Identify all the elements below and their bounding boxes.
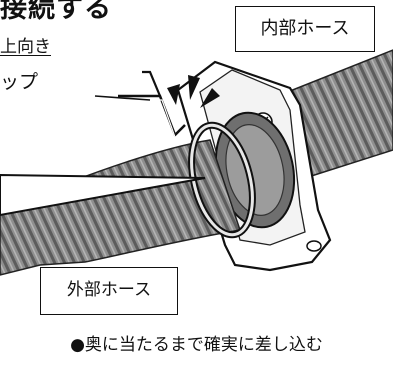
callout-pointer: [0, 173, 206, 217]
section-title: 接続する: [0, 0, 112, 24]
press-indicator-icon: [167, 75, 220, 108]
outer-hose-label: 外部ホース: [40, 267, 178, 315]
instruction-text: ●奥に当たるまで確実に差し込む: [70, 335, 323, 355]
clip-label: ップ: [0, 71, 39, 93]
clip-leader-line: [94, 95, 151, 101]
wire-clip-icon: [118, 70, 186, 141]
inner-hose-label: 内部ホース: [235, 6, 375, 52]
hose-clamp: [188, 121, 256, 239]
direction-label: 上向き: [0, 37, 51, 57]
